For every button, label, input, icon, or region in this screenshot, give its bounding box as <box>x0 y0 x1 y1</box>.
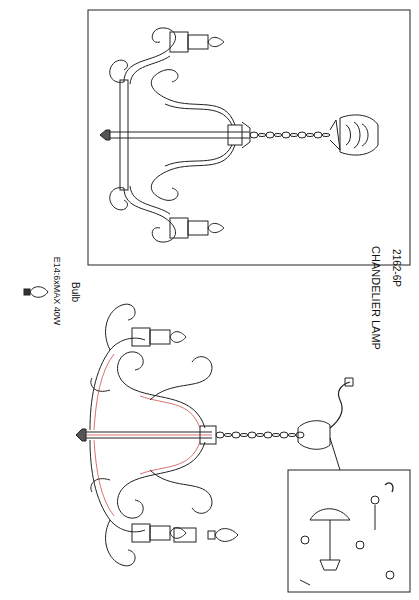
chain-link <box>296 432 304 438</box>
chain-link <box>266 132 274 138</box>
bulb-label: Bulb <box>70 282 80 302</box>
bulb-spec: E14:6xMAX 40W <box>52 257 61 326</box>
chain-link <box>282 132 290 138</box>
chain-link <box>274 134 282 137</box>
chain-link <box>306 134 314 137</box>
chain-link <box>314 132 322 138</box>
chain-link <box>264 432 272 438</box>
chain-link <box>224 434 232 437</box>
chain-link <box>248 432 256 438</box>
chandelier-top-view <box>100 28 378 242</box>
chain-link <box>240 434 248 437</box>
chain-link <box>322 134 330 137</box>
chain-link <box>258 134 266 137</box>
chain-link <box>298 132 306 138</box>
model-number: 2162-6P <box>391 249 401 287</box>
chain-link <box>250 132 258 138</box>
chain-link <box>280 432 288 438</box>
chain-link <box>290 134 298 137</box>
chandelier-perspective-view <box>76 304 410 592</box>
drawing-title: CHANDELIER LAMP <box>370 246 381 350</box>
drawing-frame <box>88 10 410 265</box>
bulb-icon <box>24 287 48 298</box>
chain-link <box>232 432 240 438</box>
detail-inset <box>288 470 410 592</box>
chain-link <box>272 434 280 437</box>
chain-link <box>256 434 264 437</box>
chain-link <box>288 434 296 437</box>
chain-link <box>216 432 224 438</box>
